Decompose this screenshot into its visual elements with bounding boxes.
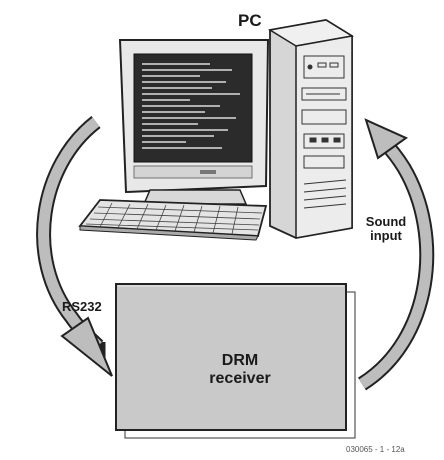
drm-receiver-box xyxy=(115,283,356,439)
rs232-arrow xyxy=(36,116,113,377)
monitor-screen-text xyxy=(142,63,240,149)
sound-input-arrow xyxy=(357,118,435,391)
pc-label: PC xyxy=(238,11,262,30)
rs232-label: RS232 xyxy=(62,299,102,314)
figure-number: 030065 - 1 - 12a xyxy=(346,445,405,454)
tower-panel-details xyxy=(301,55,347,209)
tower-case xyxy=(267,19,355,239)
sound-input-label: Sound input xyxy=(365,214,407,243)
keyboard xyxy=(78,199,268,241)
monitor xyxy=(118,39,270,205)
drm-receiver-label: DRM receiver xyxy=(209,352,271,388)
